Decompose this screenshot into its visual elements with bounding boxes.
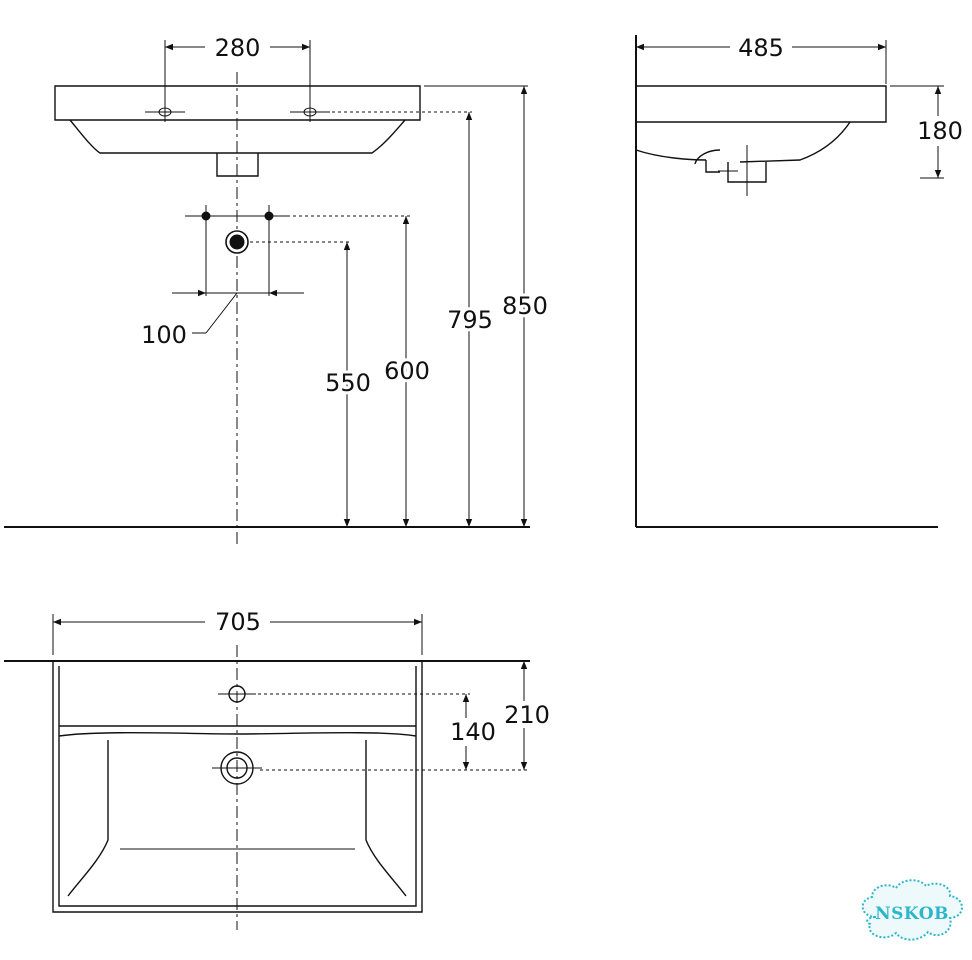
- dim-width-label: 705: [215, 608, 261, 636]
- dim-supply-spacing: 100: [141, 289, 304, 349]
- drain-outlet: [225, 230, 249, 254]
- top-tap-hole: [218, 685, 256, 703]
- dim-drain-offset-label: 210: [504, 701, 550, 729]
- watermark-label: NSKOB: [875, 904, 949, 924]
- dim-tap-spacing: 280: [164, 34, 311, 102]
- dim-bowl-height: 180: [890, 85, 963, 179]
- dim-supply-height-label: 600: [384, 357, 430, 385]
- dim-drain-offset: 210: [504, 661, 550, 770]
- dim-drain-height: 550: [322, 242, 374, 527]
- dim-supply-spacing-label: 100: [141, 321, 187, 349]
- side-view: 485 180: [635, 34, 963, 528]
- tap-hole-left: [145, 102, 185, 122]
- tap-hole-right: [290, 102, 330, 122]
- watermark-logo: NSKOB: [861, 879, 963, 941]
- top-view: 705 140 210: [4, 608, 550, 930]
- dim-rim-height: 850: [499, 86, 551, 527]
- dim-tap-to-drain: 140: [450, 694, 496, 770]
- dim-tap-spacing-label: 280: [215, 34, 261, 62]
- dim-supply-height: 600: [381, 216, 433, 527]
- dim-tap-to-drain-label: 140: [450, 718, 496, 746]
- basin-side-outline: [635, 85, 887, 196]
- dim-rim-height-label: 850: [502, 292, 548, 320]
- dim-bowl-height-label: 180: [917, 117, 963, 145]
- dim-tap-height-label: 795: [447, 306, 493, 334]
- top-drain: [212, 751, 262, 785]
- dim-drain-height-label: 550: [325, 369, 371, 397]
- basin-front-outline: [54, 85, 421, 177]
- dim-depth-label: 485: [738, 34, 784, 62]
- front-view: 280 100: [4, 34, 551, 545]
- water-supply-points: [185, 205, 290, 296]
- dim-width: 705: [52, 608, 423, 655]
- dim-depth: 485: [636, 34, 887, 84]
- basin-top-outline: [52, 661, 423, 913]
- dim-tap-height: 795: [444, 112, 496, 527]
